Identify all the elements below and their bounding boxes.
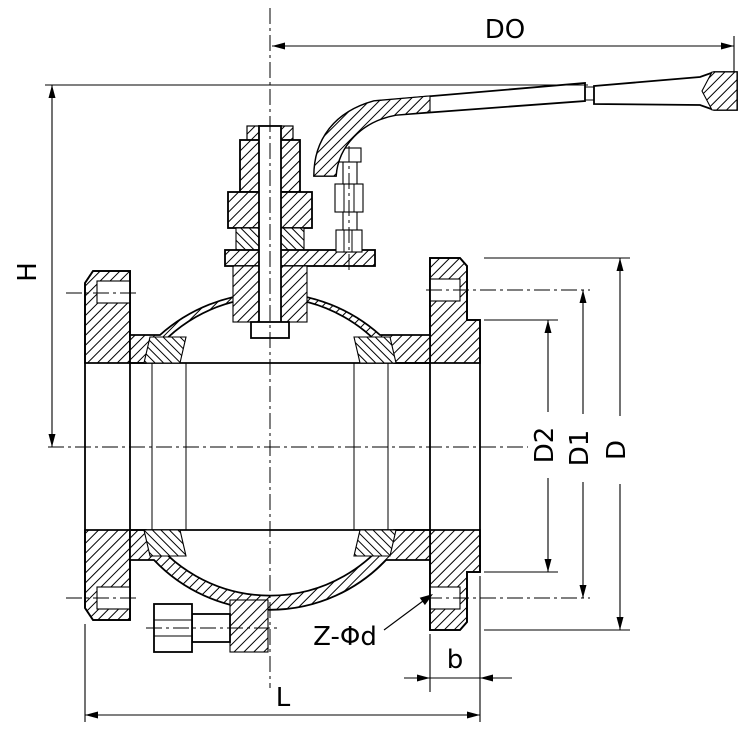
right-flange [429,257,481,631]
dim-label-b: b [447,645,464,675]
dim-label-l: L [276,683,291,713]
dim-label-do: DO [485,15,526,45]
dimension-lines: DO H D2 D1 D Z-Φd b [13,15,735,722]
handle-lever [313,71,738,177]
centerlines [48,8,590,688]
dim-label-h: H [13,262,43,282]
dim-label-z-phi-d: Z-Φd [313,622,377,652]
dim-label-d2: D2 [530,427,560,464]
dim-label-d1: D1 [565,430,595,467]
left-flange [84,270,131,621]
valve-seats [143,336,397,557]
dim-label-d: D [602,440,632,460]
bonnet-stem [224,125,376,339]
bottom-bolt [153,599,269,653]
